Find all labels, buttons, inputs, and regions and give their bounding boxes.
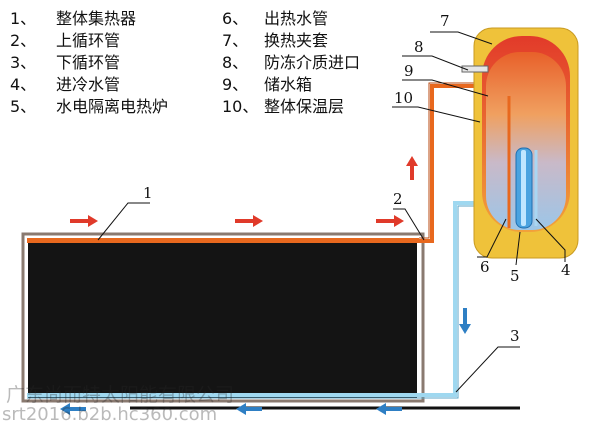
arrow-left-2	[236, 403, 262, 415]
legend-number: 3、	[10, 53, 37, 72]
leader-6	[477, 218, 507, 258]
leader-2	[393, 208, 425, 241]
electric-heater-core	[521, 150, 526, 226]
legend-item: 6、出热水管	[222, 8, 360, 30]
legend-number: 5、	[10, 97, 37, 116]
legend-text: 下循环管	[56, 53, 121, 72]
lower-circulation-pipe	[27, 201, 485, 397]
lower-circulation-pipe-edge	[27, 205, 485, 399]
callout-7: 7	[440, 12, 450, 30]
callout-4: 4	[561, 261, 571, 279]
legend-text: 水电隔离电热炉	[56, 97, 169, 116]
legend-text: 整体保温层	[264, 97, 345, 116]
legend-item: 2、上循环管	[10, 30, 168, 52]
callout-8: 8	[414, 38, 424, 56]
watermark-company: 广东尚而特太阳能有限公司	[6, 384, 235, 406]
legend-item: 8、防冻介质进口	[222, 52, 360, 74]
arrow-left-1	[376, 403, 402, 415]
leader-4	[535, 218, 566, 262]
legend-number: 2、	[10, 31, 37, 50]
collector-top-header	[27, 238, 419, 243]
callout-10: 10	[394, 89, 414, 107]
callout-leader-lines	[97, 31, 566, 393]
leader-7	[430, 31, 493, 45]
leader-10	[392, 106, 481, 123]
legend-number: 6、	[222, 9, 249, 28]
arrow-left-3	[60, 403, 86, 415]
callout-3: 3	[510, 327, 520, 345]
leader-3	[455, 346, 520, 393]
legend-item: 4、进冷水管	[10, 74, 168, 96]
callout-2: 2	[393, 190, 403, 208]
legend-item: 3、下循环管	[10, 52, 168, 74]
collector-panel	[28, 243, 417, 398]
solar-collector	[21, 232, 425, 403]
legend-text: 换热夹套	[264, 31, 329, 50]
arrow-right-2	[235, 215, 263, 227]
legend-text: 防冻介质进口	[264, 53, 361, 72]
legend-number: 4、	[10, 75, 37, 94]
legend-text: 进冷水管	[56, 75, 121, 94]
arrow-right-3	[376, 215, 404, 227]
upper-circulation-pipe	[419, 84, 478, 243]
callout-9: 9	[404, 62, 414, 80]
antifreeze-inlet	[461, 65, 489, 73]
callout-6: 6	[480, 258, 490, 276]
upper-circulation-pipe-edge	[419, 82, 478, 239]
arrow-up	[406, 156, 418, 180]
callout-5: 5	[510, 267, 520, 285]
legend-item: 9、储水箱	[222, 74, 360, 96]
legend-left: 1、整体集热器 2、上循环管 3、下循环管 4、进冷水管 5、水电隔离电热炉	[10, 8, 168, 118]
legend-text: 出热水管	[264, 9, 329, 28]
watermark-url: srt2016.b2b.hc360.com	[2, 404, 218, 425]
callout-1: 1	[143, 184, 153, 202]
hot-flow-arrows	[70, 156, 418, 227]
legend-right: 6、出热水管 7、换热夹套 8、防冻介质进口 9、储水箱 10、整体保温层	[222, 8, 360, 118]
legend-item: 1、整体集热器	[10, 8, 168, 30]
leader-9	[402, 79, 489, 97]
legend-item: 5、水电隔离电热炉	[10, 96, 168, 118]
legend-item: 7、换热夹套	[222, 30, 360, 52]
leader-1	[97, 202, 150, 241]
legend-number: 9、	[222, 75, 249, 94]
arrow-right-1	[70, 215, 98, 227]
leader-8	[402, 55, 469, 71]
storage-tank	[461, 27, 579, 259]
arrow-down	[459, 308, 471, 334]
leader-5	[515, 231, 521, 266]
legend-text: 上循环管	[56, 31, 121, 50]
legend-item: 10、整体保温层	[222, 96, 360, 118]
legend-number: 10、	[222, 97, 259, 116]
legend-text: 储水箱	[264, 75, 313, 94]
cold-flow-arrows	[60, 308, 471, 415]
legend-number: 8、	[222, 53, 249, 72]
legend-number: 7、	[222, 31, 249, 50]
legend-number: 1、	[10, 9, 37, 28]
legend-text: 整体集热器	[56, 9, 137, 28]
water-tank	[486, 52, 566, 230]
